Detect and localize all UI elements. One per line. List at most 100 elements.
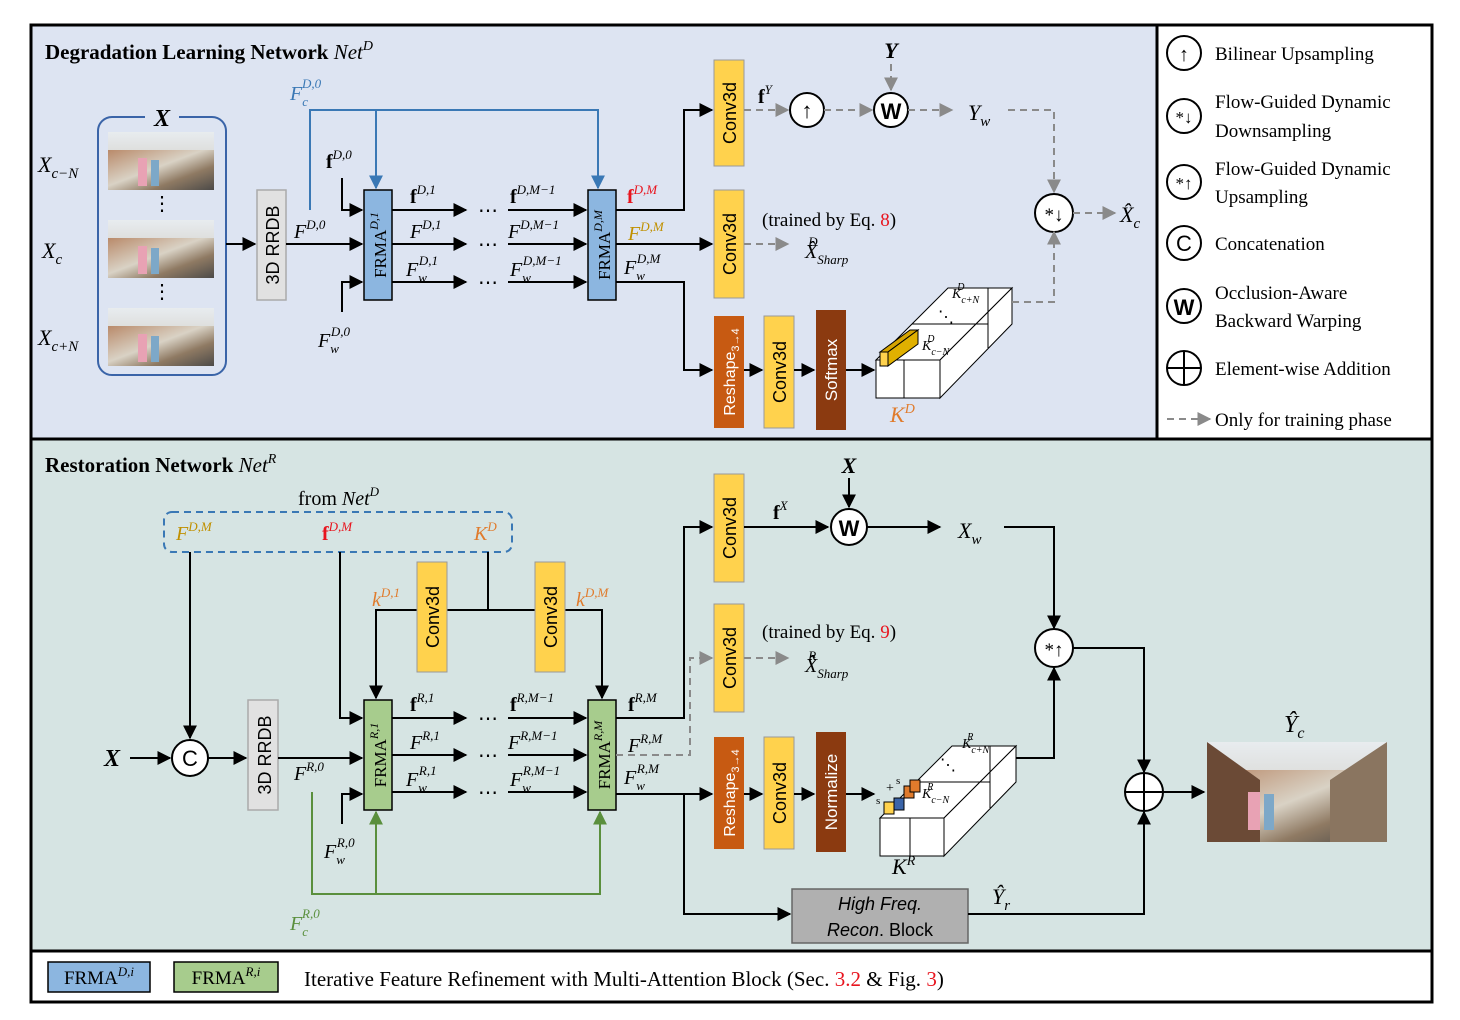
res-Fw0-label: FwR,0 [323, 835, 355, 867]
deg-ellipsis-2: ⋯ [478, 234, 498, 256]
res-KD-label: KD [473, 519, 497, 545]
res-kernel-cube [878, 744, 1018, 858]
deg-Y-label: Y [884, 38, 900, 63]
res-Fw1-label: FwR,1 [405, 763, 437, 795]
res-normalize-block [816, 732, 846, 852]
svg-text:Only for training phase: Only for training phase [1215, 410, 1392, 431]
frames-dots-bottom: ⋮ [152, 281, 172, 303]
deg-reshape-label: Reshape3→4 [722, 328, 742, 415]
svg-text:↑: ↑ [1179, 44, 1189, 66]
deg-softmax-label: Softmax [822, 338, 841, 401]
deg-Fw1-label: FwD,1 [405, 253, 438, 285]
res-reshape-label: Reshape3→4 [722, 749, 742, 836]
deg-conv-top-label: Conv3d [720, 82, 740, 144]
res-F0-label: FR,0 [293, 759, 324, 785]
deg-F1-label: FD,1 [409, 217, 441, 243]
deg-xc-output: X̂c [1119, 202, 1140, 232]
deg-Fw0-label: FwD,0 [317, 324, 351, 356]
res-from-netd: from NetD [298, 484, 380, 510]
input-frame-bottom [108, 308, 214, 366]
res-k1-conv [416, 561, 448, 673]
frames-dots-top: ⋮ [152, 193, 172, 215]
bilinear-upsample-symbol: ↑ [802, 98, 813, 123]
svg-text:C: C [1176, 231, 1192, 256]
input-frame-top [108, 132, 214, 190]
res-normalize-label: Normalize [822, 754, 841, 831]
frma-d1-block [363, 189, 393, 301]
res-fM1-label: fR,M−1 [510, 690, 554, 716]
res-kM-label: kD,M [576, 585, 610, 611]
res-KR-label: KR [891, 854, 916, 879]
res-xsharp-label: X̂SharpR [804, 648, 849, 681]
deg-warp-symbol: W [881, 99, 902, 124]
svg-text:Downsampling: Downsampling [1215, 121, 1332, 142]
res-ellipsis-2: ⋯ [478, 745, 498, 767]
res-F1-label: FR,1 [409, 728, 440, 754]
deg-KD-label: KD [889, 402, 915, 427]
res-conv-bot-label: Conv3d [770, 762, 790, 824]
deg-rrdb-label: 3D RRDB [263, 205, 283, 284]
input-x-c-minus-n: Xc−N [37, 152, 79, 182]
res-kc-bot-label: Kc−NR [921, 782, 951, 806]
high-freq-label-2: Recon. Block [827, 920, 934, 940]
frma-r1-label: FRMAR,1 [367, 723, 390, 788]
res-k1-conv-label: Conv3d [423, 586, 443, 648]
res-f1-label: fR,1 [410, 690, 434, 716]
deg-ellipsis-3: ⋯ [478, 272, 498, 294]
res-FwM1-label: FwR,M−1 [509, 763, 560, 795]
concat-symbol: C [182, 746, 198, 771]
deg-Yw-label: Yw [968, 100, 990, 130]
frma-r1-block [363, 699, 393, 811]
deg-conv-bot-label: Conv3d [770, 341, 790, 403]
svg-text:Flow-Guided Dynamic: Flow-Guided Dynamic [1215, 159, 1391, 180]
deg-kernel-cube [874, 286, 1014, 400]
deg-FwM-label: FwD,M [623, 251, 662, 283]
res-cube-dots: ⋱ [940, 757, 956, 774]
res-ellipsis-3: ⋯ [478, 782, 498, 804]
res-FDM-label: FD,M [175, 519, 213, 545]
res-fX-label: fX [773, 498, 789, 524]
res-yr-label: Ŷr [992, 884, 1010, 914]
svg-text:Bilinear Upsampling: Bilinear Upsampling [1215, 44, 1374, 65]
res-title: Restoration Network NetR [45, 452, 277, 477]
res-fM-label: fR,M [628, 690, 658, 716]
x-label-bg [145, 105, 179, 127]
footer-frma-r-swatch [173, 961, 279, 993]
footer-description: Iterative Feature Refinement with Multi-… [304, 967, 944, 991]
output-image [1207, 742, 1387, 842]
deg-fM-label: fD,M [627, 182, 658, 208]
res-k1-label: kD,1 [372, 585, 400, 611]
deg-kc-bot-label: Kc−ND [921, 334, 951, 358]
svg-text:Upsampling: Upsampling [1215, 187, 1308, 208]
res-conv-mid [713, 603, 745, 713]
svg-text:*↑: *↑ [1176, 174, 1193, 193]
deg-softmax-block [816, 310, 846, 430]
deg-fM1-label: fD,M−1 [510, 182, 555, 208]
frma-d1-label: FRMAD,1 [367, 212, 390, 278]
deg-f0-label: fD,0 [326, 147, 352, 173]
high-freq-label-1: High Freq. [838, 894, 922, 914]
footer-frma-d-label: FRMAD,i [64, 964, 134, 989]
res-rrdb-block [247, 699, 279, 811]
res-cube-s2: s [896, 775, 900, 787]
res-kc-top-label: Kc+NR [961, 732, 991, 756]
svg-text:Occlusion-Aware: Occlusion-Aware [1215, 283, 1347, 304]
high-freq-recon-block [791, 888, 969, 944]
res-conv-top-label: Conv3d [720, 497, 740, 559]
svg-text:Concatenation: Concatenation [1215, 234, 1325, 255]
res-kM-conv [534, 561, 566, 673]
deg-FM1-label: FD,M−1 [507, 217, 559, 243]
deg-fc-label: FcD,0 [289, 76, 322, 109]
res-FwM-label: FwR,M [623, 761, 660, 793]
frma-dM-block [587, 189, 617, 301]
deg-trained-note: (trained by Eq. 8) [762, 210, 896, 231]
deg-ellipsis-1: ⋯ [478, 200, 498, 222]
legend-training-only: Only for training phase [1167, 410, 1392, 431]
frma-rM-label: FRMAR,M [591, 720, 614, 790]
svg-text:Flow-Guided Dynamic: Flow-Guided Dynamic [1215, 92, 1391, 113]
input-x-c: Xc [41, 238, 62, 268]
legend-panel [1155, 23, 1434, 441]
footer-frma-r-label: FRMAR,i [192, 964, 261, 989]
svg-text:*↓: *↓ [1176, 108, 1193, 127]
